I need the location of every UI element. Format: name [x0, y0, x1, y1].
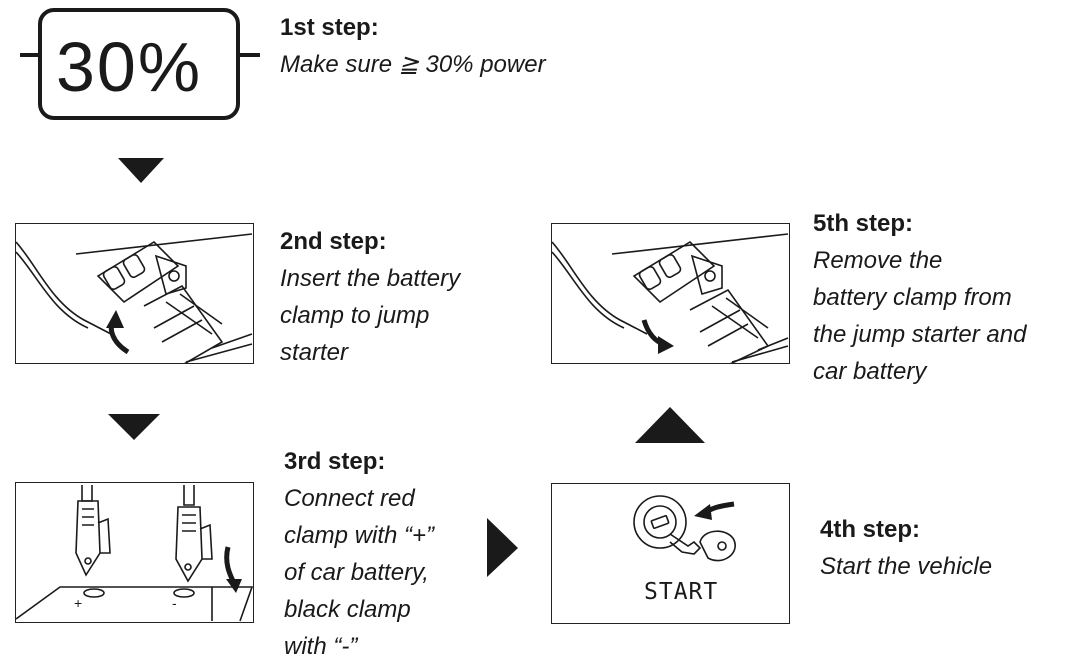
step-2: 2nd step: Insert the battery clamp to ju… [280, 228, 460, 371]
step-4-desc: Start the vehicle [820, 548, 992, 585]
arrow-down-icon [118, 158, 164, 183]
ignition-key-illustration: START [551, 483, 790, 624]
step-4-line: Start the vehicle [820, 553, 993, 580]
arrow-down-icon [108, 414, 160, 440]
clamp-connect-illustration: + - [15, 482, 254, 623]
step-3-line: black clamp [284, 596, 411, 623]
step-3-line: of car battery, [284, 559, 429, 586]
battery-percent-text: 30% [56, 28, 203, 106]
step-1-title: 1st step: [280, 14, 379, 41]
battery-percent-icon: 30% [18, 8, 262, 122]
step-2-line: clamp to jump [280, 302, 430, 329]
step-5: 5th step: Remove the battery clamp from … [813, 210, 1026, 390]
step-3-line: with “-” [284, 633, 358, 660]
step-2-line: starter [280, 339, 349, 366]
clamp-remove-illustration [551, 223, 790, 364]
step-2-desc: Insert the battery clamp to jump starter [280, 260, 460, 371]
step-1-desc: Make sure ≧ 30% power [280, 46, 546, 83]
clamp-insert-illustration [15, 223, 254, 364]
step-3-line: Connect red [284, 485, 415, 512]
step-1-line: Make sure ≧ 30% power [280, 51, 546, 78]
terminal-plus-label: + [74, 595, 83, 611]
step-5-desc: Remove the battery clamp from the jump s… [813, 242, 1026, 390]
arrow-up-icon [635, 407, 705, 443]
terminal-minus-label: - [172, 595, 177, 611]
step-3-line: clamp with “+” [284, 522, 435, 549]
step-3-desc: Connect red clamp with “+” of car batter… [284, 480, 434, 665]
step-2-line: Insert the battery [280, 265, 461, 292]
step-5-line: the jump starter and [813, 321, 1027, 348]
step-5-line: Remove the [813, 247, 943, 274]
step-2-title: 2nd step: [280, 228, 387, 255]
arrow-right-icon [487, 518, 518, 577]
step-4: 4th step: Start the vehicle [820, 516, 992, 585]
ignition-start-label: START [644, 579, 719, 605]
battery-outline [38, 8, 240, 120]
step-5-title: 5th step: [813, 210, 914, 237]
step-4-title: 4th step: [820, 516, 921, 543]
step-5-line: battery clamp from [813, 284, 1012, 311]
step-3-title: 3rd step: [284, 448, 386, 475]
step-5-line: car battery [813, 358, 927, 385]
step-3: 3rd step: Connect red clamp with “+” of … [284, 448, 434, 665]
step-1: 1st step: Make sure ≧ 30% power [280, 14, 546, 83]
